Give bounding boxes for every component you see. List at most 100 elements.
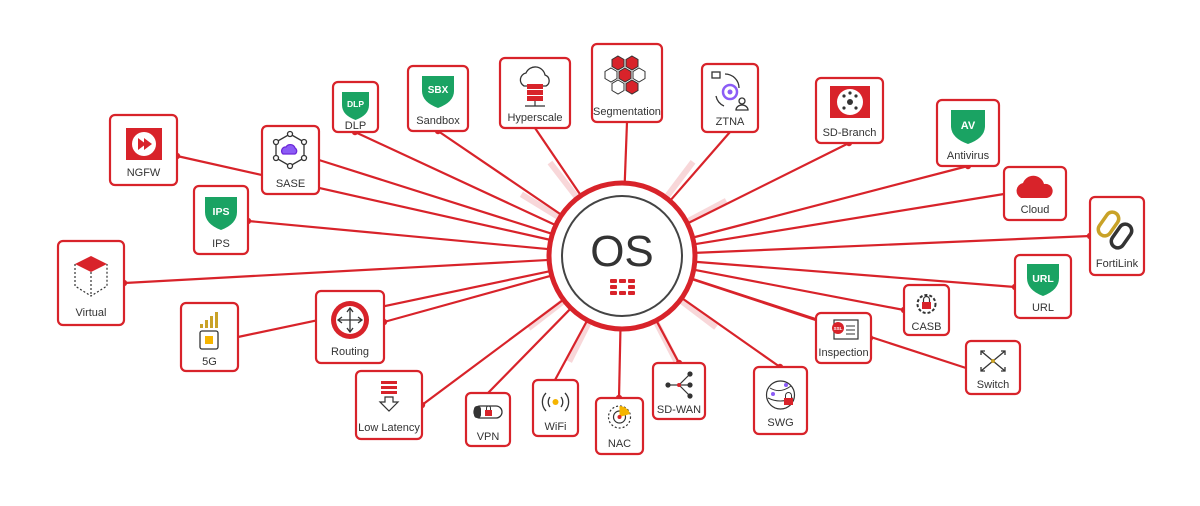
glow-ray: [526, 298, 567, 331]
node-fortilink[interactable]: FortiLink: [1088, 195, 1146, 277]
connector-wifi: [554, 319, 589, 381]
node-label: Inspection: [818, 347, 868, 359]
node-sd-branch[interactable]: SD-Branch: [814, 76, 885, 145]
glow-ray: [519, 191, 562, 221]
node-label: DLP: [345, 120, 366, 132]
fortinet-logo-icon: [610, 279, 635, 295]
connector-url: [694, 260, 1016, 289]
node-inspection[interactable]: SSL Inspection: [814, 311, 873, 365]
connector-ztna: [669, 131, 731, 202]
node-hyperscale[interactable]: Hyperscale: [498, 56, 572, 130]
node-label: Sandbox: [416, 115, 460, 127]
node-label: Low Latency: [358, 422, 420, 434]
node-antivirus[interactable]: AV Antivirus: [935, 98, 1001, 168]
connector-fortilink: [694, 234, 1091, 254]
node-5g[interactable]: 5G: [179, 301, 240, 373]
connector-sd-wan: [655, 319, 680, 364]
node-label: SD-WAN: [657, 404, 701, 416]
glow-ray: [685, 198, 728, 225]
node-label: Antivirus: [947, 150, 990, 162]
node-label: ZTNA: [716, 116, 745, 128]
node-label: NAC: [608, 438, 631, 450]
node-virtual[interactable]: Virtual: [56, 239, 126, 327]
gear-user-icon: [711, 71, 749, 111]
cloud-server-icon: [519, 66, 550, 107]
connector-swg: [681, 297, 781, 368]
node-label: SASE: [276, 178, 305, 190]
branch-device-icon: [830, 86, 870, 118]
connector-cloud: [693, 192, 1005, 246]
shield-badge: SBX: [428, 85, 449, 96]
node-label: CASB: [912, 321, 942, 333]
connector-ngfw: [176, 154, 552, 242]
hub: OS: [546, 180, 698, 332]
node-sd-wan[interactable]: SD-WAN: [651, 361, 707, 421]
gear-lock-icon: [916, 294, 937, 314]
glow-ray: [678, 297, 718, 330]
node-label: Routing: [331, 346, 369, 358]
wifi-signal-icon: [541, 392, 570, 412]
connector-antivirus: [692, 164, 969, 239]
node-ngfw[interactable]: NGFW: [108, 113, 179, 187]
connector-segmentation: [623, 121, 629, 184]
node-label: SWG: [767, 417, 793, 429]
node-label: WiFi: [545, 421, 567, 433]
branching-network-icon: [665, 371, 693, 399]
shield-icon: DLP: [342, 92, 369, 120]
hexagon-grid-icon: [604, 55, 646, 95]
node-segmentation[interactable]: Segmentation: [590, 42, 664, 124]
shield-badge: IPS: [213, 206, 230, 218]
node-label: Hyperscale: [507, 112, 562, 124]
hub-inner-ring: [561, 195, 683, 317]
node-casb[interactable]: CASB: [902, 283, 951, 337]
shield-badge: DLP: [347, 99, 364, 109]
switch-arrows-icon: [980, 350, 1006, 372]
node-ips[interactable]: IPS IPS: [192, 184, 250, 256]
connector-sd-branch: [686, 142, 850, 225]
node-label: FortiLink: [1096, 258, 1139, 270]
node-label: Virtual: [76, 307, 107, 319]
node-vpn[interactable]: VPN: [464, 391, 512, 448]
connectors: [120, 121, 1094, 409]
node-sandbox[interactable]: SBX Sandbox: [406, 64, 470, 133]
node-label: IPS: [212, 238, 230, 250]
node-url[interactable]: URL URL: [1013, 253, 1073, 320]
node-nac[interactable]: NAC: [594, 396, 645, 456]
glow-ray: [547, 160, 580, 201]
ssl-badge: SSL: [834, 326, 843, 331]
shield-badge: AV: [961, 120, 976, 132]
node-sase[interactable]: SASE: [260, 124, 321, 196]
node-ztna[interactable]: ZTNA: [700, 62, 760, 134]
glow-ray: [566, 319, 593, 363]
play-firewall-icon: [126, 128, 162, 160]
connector-sase: [318, 158, 553, 236]
cube-icon: [74, 256, 108, 297]
node-cloud[interactable]: Cloud: [1002, 165, 1068, 222]
down-arrow-bars-icon: [378, 381, 400, 412]
shield-icon: AV: [951, 110, 985, 144]
node-wifi[interactable]: WiFi: [531, 378, 580, 438]
node-low-latency[interactable]: Low Latency: [354, 369, 424, 441]
connector-low-latency: [421, 298, 565, 406]
connector-sandbox: [437, 130, 563, 216]
node-switch[interactable]: Switch: [964, 339, 1022, 396]
ssl-certificate-icon: SSL: [832, 319, 859, 340]
lock-tunnel-icon: [473, 405, 503, 419]
node-swg[interactable]: SWG: [752, 365, 809, 436]
connector-ips: [247, 219, 550, 251]
node-routing[interactable]: Routing: [314, 289, 386, 365]
connector-5g: [237, 269, 551, 339]
node-label: URL: [1032, 302, 1054, 314]
signal-chip-icon: [199, 312, 219, 350]
node-label: Cloud: [1021, 204, 1050, 216]
globe-lock-icon: [765, 380, 796, 410]
node-dlp[interactable]: DLP DLP: [331, 80, 380, 134]
hub-label: OS: [590, 227, 654, 276]
glow-ray: [663, 159, 696, 200]
shield-icon: URL: [1027, 264, 1059, 296]
connector-dlp: [354, 131, 557, 227]
node-label: Segmentation: [593, 106, 661, 118]
chain-link-icon: [1096, 210, 1134, 250]
